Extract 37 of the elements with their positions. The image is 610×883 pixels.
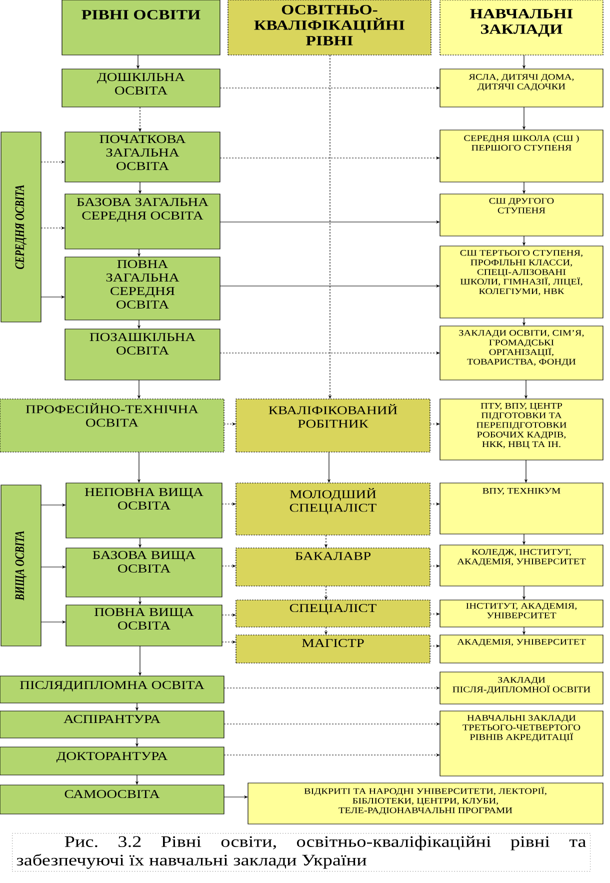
qualification-box: СПЕЦІАЛІСТ xyxy=(236,600,430,628)
institution-box: ВПУ, ТЕХНІКУМ xyxy=(440,482,604,534)
institution-box: СШ ТЕРТЬОГО СТУПЕНЯ, ПРОФІЛЬНІ КЛАССИ, СПЕЦІ-АЛІЗОВАНІ ШКОЛИ, ГІМНАЗІЇ, ЛІЦЕЇ, КОЛЕГІУМИ, НВК xyxy=(440,246,604,318)
level-box: ПОВНА ЗАГАЛЬНА СЕРЕДНЯ ОСВІТА xyxy=(64,256,220,320)
level-box: ДОКТОРАНТУРА xyxy=(0,746,224,776)
caption: Рис. 3.2 Рівні освіти, освітньо-кваліфікаційні рівні та забезпечуючі їх навчальні заклади України xyxy=(12,833,591,872)
institution-box: ВІДКРИТІ ТА НАРОДНІ УНІВЕРСИТЕТИ, ЛЕКТОРІЇ, БІБЛІОТЕКИ, ЦЕНТРИ, КЛУБИ, ТЕЛЕ-РАДІОНАВЧАЛЬНІ ПРОГРАМИ xyxy=(248,782,604,824)
header-box: РІВНІ ОСВІТИ xyxy=(62,0,220,56)
institution-box: СЕРЕДНЯ ШКОЛА (СШ ) ПЕРШОГО СТУПЕНЯ xyxy=(440,130,604,182)
qualification-box: МАГІСТР xyxy=(236,634,430,664)
level-box: ПОЧАТКОВА ЗАГАЛЬНА ОСВІТА xyxy=(64,132,220,182)
institution-box: ЗАКЛАДИ ПІСЛЯ-ДИПЛОМНОЇ ОСВІТИ xyxy=(440,672,604,704)
level-box: АСПІРАНТУРА xyxy=(0,710,224,738)
qualification-box: БАКАЛАВР xyxy=(236,548,430,586)
level-box: НЕПОВНА ВИЩА ОСВІТА xyxy=(66,482,222,538)
institution-box: КОЛЕДЖ, ІНСТИТУТ, АКАДЕМІЯ, УНІВЕРСИТЕТ xyxy=(440,544,604,586)
institution-box: ІНСТИТУТ, АКАДЕМІЯ, УНІВЕРСИТЕТ xyxy=(440,600,604,628)
header-box: ОСВІТНЬО-КВАЛІФІКАЦІЙНІ РІВНІ xyxy=(228,0,432,56)
level-box: ДОШКІЛЬНА ОСВІТА xyxy=(62,68,220,108)
header-box: НАВЧАЛЬНІ ЗАКЛАДИ xyxy=(440,0,604,56)
institution-box: НАВЧАЛЬНІ ЗАКЛАДИ ТРЕТЬОГО-ЧЕТВЕРТОГО РІВНІВ АКРЕДИТАЦІЇ xyxy=(440,710,604,776)
level-box: САМООСВІТА xyxy=(0,784,224,814)
institution-box: ЗАКЛАДИ ОСВІТИ, СІМ’Я, ГРОМАДСЬКІ ОРГАНІЗАЦІЇ, ТОВАРИСТВА, ФОНДИ xyxy=(440,326,604,380)
level-box: БАЗОВА ВИЩА ОСВІТА xyxy=(66,548,222,598)
level-box: ПОВНА ВИЩА ОСВІТА xyxy=(66,604,222,646)
level-box: БАЗОВА ЗАГАЛЬНА СЕРЕДНЯ ОСВІТА xyxy=(64,194,220,250)
level-box: ПІСЛЯДИПЛОМНА ОСВІТА xyxy=(0,676,224,704)
qualification-box: КВАЛІФІКОВАНИЙ РОБІТНИК xyxy=(236,398,430,452)
institution-box: СШ ДРУГОГО СТУПЕНЯ xyxy=(440,194,604,236)
side-band: СЕРЕДНЯ ОСВІТА xyxy=(0,132,42,322)
level-box: ПРОФЕСІЙНО-ТЕХНІЧНА ОСВІТА xyxy=(0,398,224,452)
institution-box: ЯСЛА, ДИТЯЧІ ДОМА, ДИТЯЧІ САДОЧКИ xyxy=(440,68,604,108)
qualification-box: МОЛОДШИЙ СПЕЦІАЛІСТ xyxy=(236,482,430,536)
institution-box: АКАДЕМІЯ, УНІВЕРСИТЕТ xyxy=(440,634,604,664)
institution-box: ПТУ, ВПУ, ЦЕНТР ПІДГОТОВКИ ТА ПЕРЕПІДГОТОВКИ РОБОЧИХ КАДРІВ, НКК, НВЦ ТА ІН. xyxy=(440,398,604,460)
side-band: ВИЩА ОСВІТА xyxy=(0,484,42,646)
level-box: ПОЗАШКІЛЬНА ОСВІТА xyxy=(64,328,220,380)
